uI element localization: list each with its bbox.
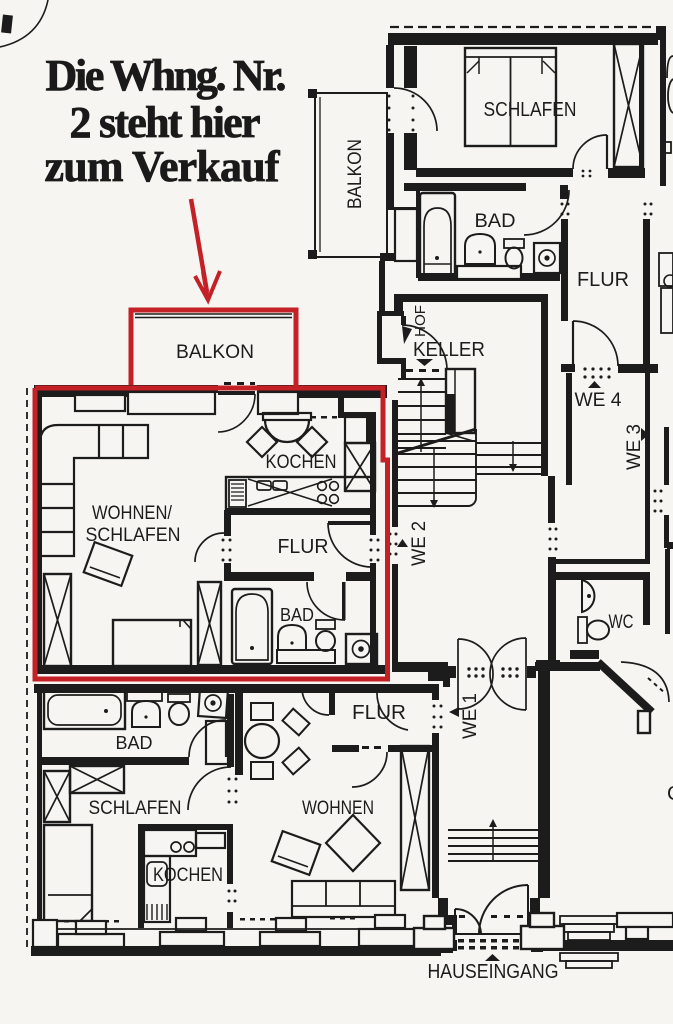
svg-text:BALKON: BALKON (344, 139, 366, 209)
svg-text:WE 2: WE 2 (408, 521, 430, 566)
svg-text:BAD: BAD (116, 732, 153, 753)
svg-text:2 steht hier: 2 steht hier (70, 98, 261, 147)
svg-text:WE 4: WE 4 (575, 389, 622, 411)
svg-text:zum Verkauf: zum Verkauf (45, 142, 281, 191)
svg-text:WOHNEN: WOHNEN (302, 797, 374, 819)
svg-text:SCHLAFEN: SCHLAFEN (89, 797, 182, 819)
svg-text:WE 3: WE 3 (623, 424, 645, 470)
svg-text:C: C (667, 783, 673, 805)
svg-text:WC: WC (609, 612, 634, 633)
svg-text:Die Whng. Nr.: Die Whng. Nr. (46, 51, 287, 100)
svg-text:SCHLAFEN: SCHLAFEN (484, 99, 577, 121)
svg-text:SCHLAFEN: SCHLAFEN (86, 524, 181, 546)
svg-text:FLUR: FLUR (278, 536, 329, 558)
svg-text:WOHNEN/: WOHNEN/ (92, 502, 172, 524)
svg-text:BALKON: BALKON (176, 342, 254, 363)
svg-text:KELLER: KELLER (413, 338, 485, 361)
svg-text:BAD: BAD (475, 211, 516, 232)
svg-text:KOCHEN: KOCHEN (153, 865, 223, 886)
svg-text:WE 1: WE 1 (459, 693, 481, 739)
svg-text:FLUR: FLUR (577, 269, 629, 291)
svg-text:FLUR: FLUR (352, 702, 406, 724)
svg-text:HOF: HOF (412, 305, 429, 337)
svg-text:KOCHEN: KOCHEN (266, 452, 337, 473)
svg-text:BAD: BAD (280, 604, 314, 625)
svg-text:HAUSEINGANG: HAUSEINGANG (428, 961, 559, 983)
